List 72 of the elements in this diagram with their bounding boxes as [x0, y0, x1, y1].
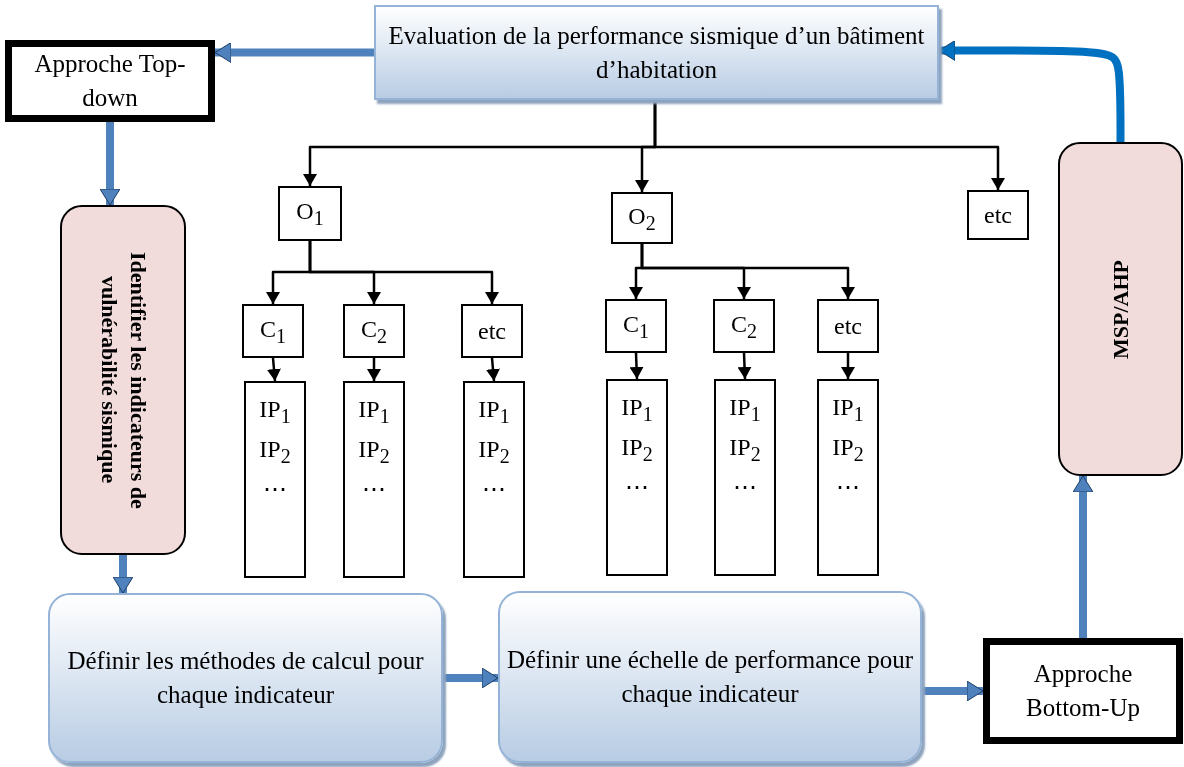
arrow — [486, 357, 500, 382]
block-arrow — [214, 42, 374, 63]
indicator-label: IP$_{2}$ — [729, 432, 761, 467]
block-arrow — [99, 122, 121, 206]
node-text: O$_{2}$ — [628, 201, 656, 236]
arrow — [653, 100, 1005, 190]
node-text: Approche Top-down — [33, 49, 187, 113]
criterion-box — [605, 299, 667, 353]
node-text: etc — [478, 316, 506, 346]
objective-box — [611, 192, 673, 244]
arrow — [640, 244, 855, 299]
indicator-label: IP$_{2}$ — [259, 434, 291, 469]
criterion-box — [713, 299, 775, 353]
node-text: Définir une échelle de performance pour chaque indicateur — [505, 645, 914, 709]
indicator-column — [714, 379, 776, 576]
indicator-column — [343, 381, 405, 578]
ellipsis: ⋯ — [733, 472, 757, 502]
ellipsis: ⋯ — [263, 474, 287, 504]
node-text: Identifier les indicateurs de vulnérabilité sismique — [96, 250, 152, 511]
criterion-box — [343, 304, 405, 358]
node-text: etc — [984, 200, 1012, 230]
indicator-label: IP$_{2}$ — [478, 434, 510, 469]
arrow — [629, 352, 644, 380]
indicator-label: IP$_{2}$ — [621, 432, 653, 467]
node-text: MSP/AHP — [1106, 259, 1134, 359]
indicator-label: IP$_{2}$ — [832, 432, 864, 467]
node-text: C$_{2}$ — [731, 309, 757, 344]
node-text: O$_{1}$ — [296, 197, 324, 231]
process-box — [48, 593, 443, 763]
block-arrow — [443, 667, 499, 689]
indicator-label: IP$_{2}$ — [358, 434, 390, 469]
indicator-label: IP$_{1}$ — [478, 395, 510, 429]
objective-box — [278, 186, 342, 241]
indicator-column — [244, 381, 306, 578]
node-text: C$_{1}$ — [623, 309, 649, 344]
node-text: Approche Bottom-Up — [1025, 659, 1141, 723]
block-arrow — [1072, 475, 1094, 638]
process-box — [498, 591, 922, 763]
indicator-column — [463, 381, 525, 578]
node-text: C$_{1}$ — [260, 314, 286, 349]
ellipsis: ⋯ — [482, 474, 506, 504]
method-box — [1058, 142, 1183, 476]
arrow — [267, 357, 281, 382]
indicator-label: IP$_{1}$ — [259, 395, 291, 429]
ellipsis: ⋯ — [362, 474, 386, 504]
node-text: Définir les méthodes de calcul pour chaque indicateur — [66, 646, 425, 710]
approach-box — [5, 40, 215, 122]
criterion-box — [817, 299, 879, 353]
title-box — [374, 5, 939, 100]
objective-box — [967, 190, 1029, 240]
node-text: etc — [834, 311, 862, 341]
indicator-label: IP$_{1}$ — [729, 393, 761, 427]
indicator-label: IP$_{1}$ — [358, 395, 390, 429]
process-box — [60, 205, 186, 555]
approach-box — [983, 638, 1183, 744]
indicator-column — [817, 379, 879, 576]
ellipsis: ⋯ — [836, 472, 860, 502]
indicator-label: IP$_{1}$ — [832, 393, 864, 427]
arrow — [367, 358, 381, 381]
criterion-box — [242, 304, 304, 358]
indicator-label: IP$_{1}$ — [621, 393, 653, 427]
arrow — [841, 353, 855, 379]
arrow — [737, 352, 752, 380]
block-arrow — [922, 680, 984, 702]
block-arrow — [938, 40, 1125, 142]
node-text: Evaluation de la performance sismique d’un bâtiment d’habitation — [387, 20, 926, 85]
criterion-box — [461, 304, 523, 358]
arrow — [308, 241, 499, 304]
node-text: C$_{2}$ — [361, 314, 387, 349]
ellipsis: ⋯ — [625, 472, 649, 502]
block-arrow — [112, 555, 134, 594]
indicator-column — [606, 379, 668, 576]
